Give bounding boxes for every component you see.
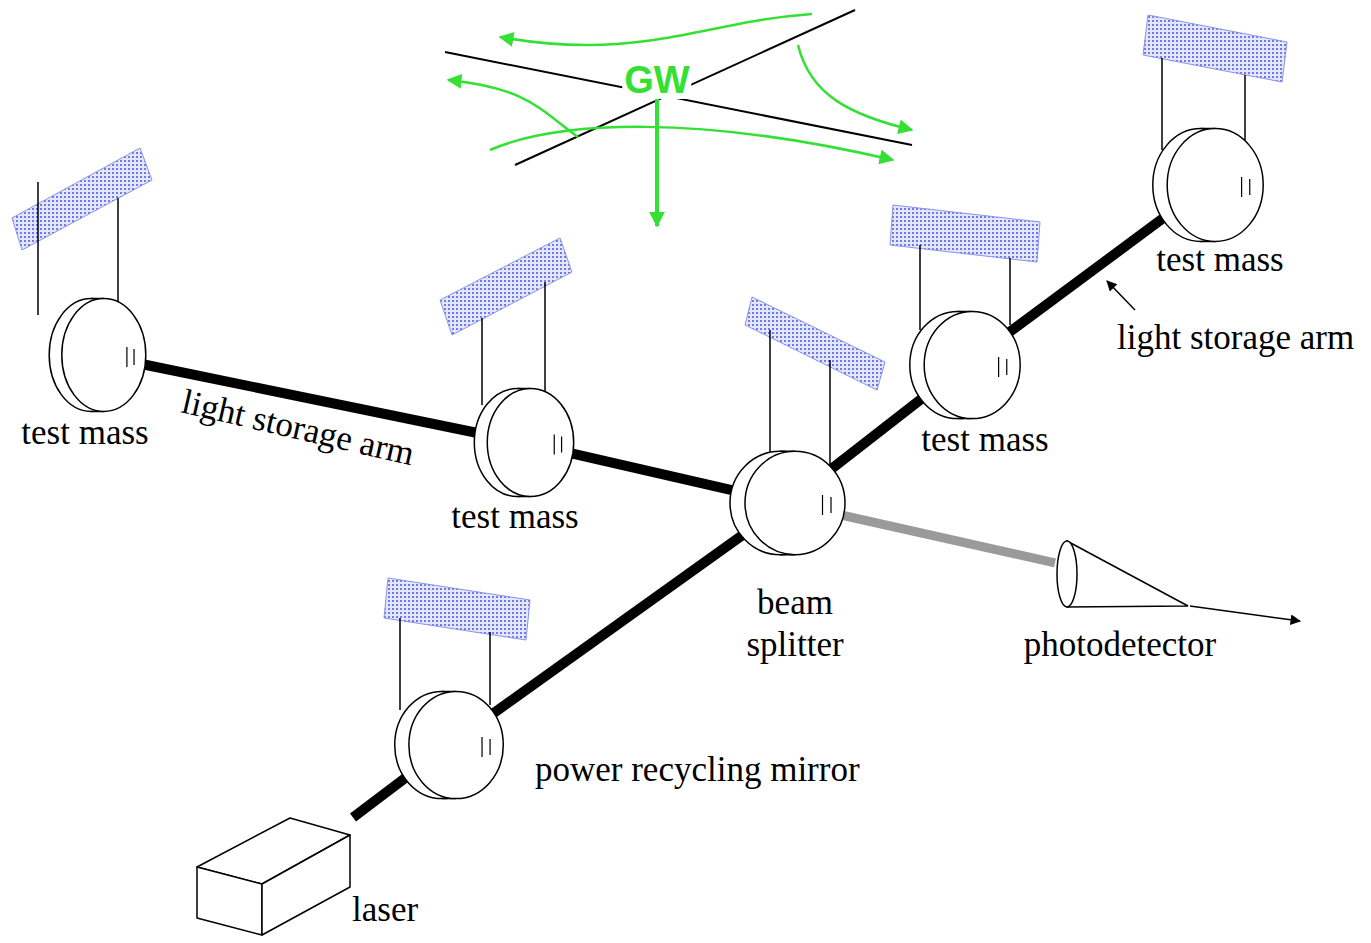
suspension-wire [919, 245, 921, 330]
laser-beam [493, 535, 743, 713]
suspension-plate [384, 578, 530, 640]
suspension-plate [890, 205, 1040, 262]
suspension-wire [544, 282, 546, 400]
wire-clamp [823, 495, 832, 515]
test-mass: test mass [470, 385, 578, 500]
wire-clamp [999, 357, 1007, 377]
wire-clamp [1242, 177, 1250, 197]
laser-box-face [197, 867, 262, 935]
test-mass-outline [45, 295, 150, 415]
gw-field-line [490, 127, 893, 160]
suspension-wire [829, 360, 831, 465]
node-label: test mass [921, 419, 1048, 461]
laser-beam [831, 398, 922, 469]
wire-clamp [482, 737, 490, 757]
power-recycling-mirror: power recycling mirror [390, 688, 508, 802]
node-label: test mass [451, 496, 578, 538]
suspension-plate [745, 297, 885, 390]
laser-box-face [262, 835, 350, 935]
signal-output-arrow [1190, 606, 1300, 621]
suspension-wire [1009, 258, 1011, 325]
test-mass-outline [905, 308, 1025, 422]
test-mass-outline [470, 385, 578, 500]
arm-label: light storage arm [1117, 317, 1354, 359]
mirror-front-face [1167, 129, 1263, 242]
wire-clamp [127, 347, 134, 367]
suspension-wire [769, 330, 771, 465]
suspension-wire [481, 318, 483, 405]
suspension-plate [1143, 15, 1287, 82]
suspension-wire [117, 198, 119, 305]
test-mass-outline [1148, 125, 1268, 245]
node-label: power recycling mirror [535, 749, 860, 791]
beam-splitter-outline [725, 448, 850, 558]
mirror-front-face [487, 388, 573, 496]
wire-clamp [554, 435, 561, 455]
gw-field-line [500, 14, 812, 45]
laser-beam [573, 454, 732, 491]
suspension-plate [440, 238, 572, 335]
suspension-wire [1244, 75, 1246, 140]
gw-field-line [798, 45, 912, 130]
gw-axis [445, 52, 912, 145]
detector-cone [1067, 541, 1188, 607]
beam-splitter: beam splitter [725, 448, 850, 558]
node-label: photodetector [1024, 624, 1216, 666]
laser-outline [195, 815, 353, 939]
detector-face [1057, 541, 1077, 607]
mirror-front-face [745, 451, 845, 554]
photodetector-outline [1055, 538, 1190, 618]
suspension-wire [489, 632, 491, 705]
test-mass: test mass [905, 308, 1025, 422]
laser-beam [1009, 218, 1163, 332]
test-mass: test mass [45, 295, 150, 415]
gw-field-line [448, 80, 578, 137]
mirror-front-face [409, 691, 503, 798]
mirror-front-face [924, 311, 1020, 418]
gw-sketch [445, 10, 912, 226]
leader-arrow [1107, 281, 1135, 310]
suspension-wire [399, 618, 401, 710]
suspension-plates [12, 15, 1287, 640]
gw-direction-arrow [655, 98, 659, 226]
laser-beam [353, 778, 406, 818]
suspension-wire [37, 182, 39, 315]
test-mass: test mass [1148, 125, 1268, 245]
laser-beam [843, 515, 1055, 562]
node-label: beam splitter [730, 582, 860, 666]
node-label: laser [352, 889, 418, 931]
node-label: test mass [1156, 239, 1283, 281]
power-recycling-mirror-outline [390, 688, 508, 802]
suspension-plate [12, 148, 152, 250]
photodetector: photodetector [1055, 538, 1190, 618]
wave-label: GW [622, 61, 691, 99]
suspension-wire [1161, 58, 1163, 150]
node-label: test mass [21, 412, 148, 454]
mirror-front-face [62, 299, 146, 412]
laser: laser [195, 815, 353, 939]
